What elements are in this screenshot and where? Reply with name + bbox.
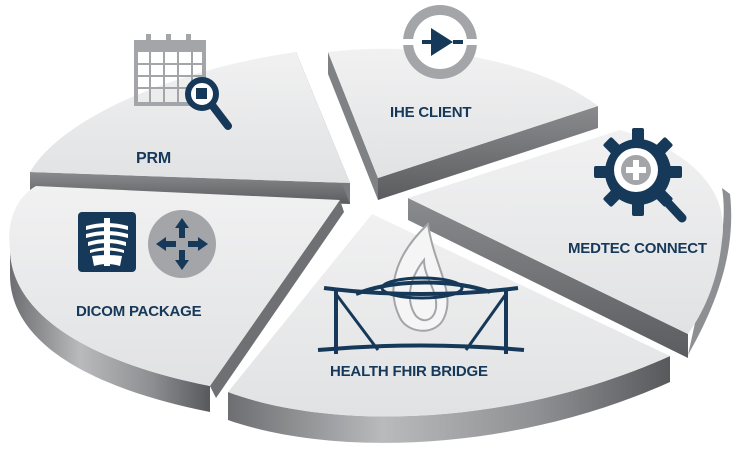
slice-ihe-client-cut-left xyxy=(328,52,378,200)
slice-dicom-package-cut xyxy=(210,200,344,398)
arrows-compress-icon xyxy=(148,210,216,278)
health-fhir-bridge-label: HEALTH FHIR BRIDGE xyxy=(330,363,488,380)
gear-search-plus-icon xyxy=(594,128,687,223)
slice-prm xyxy=(30,52,350,204)
ihe-client-label: IHE CLIENT xyxy=(390,104,471,121)
slice-ihe-client xyxy=(328,48,598,200)
calendar-search-icon xyxy=(134,34,232,130)
slice-ihe-client-cut xyxy=(378,106,598,200)
medtec-connect-label: MEDTEC CONNECT xyxy=(568,240,707,257)
xray-skeleton-icon xyxy=(78,212,136,272)
slice-health-fhir-bridge-side xyxy=(228,356,670,443)
dicom-package-label: DICOM PACKAGE xyxy=(76,303,202,320)
slice-prm-top xyxy=(30,52,350,183)
flame-bridge-icon xyxy=(317,221,525,354)
slice-health-fhir-bridge xyxy=(228,214,670,443)
slice-medtec-connect-cut xyxy=(408,198,688,358)
prm-label: PRM xyxy=(136,150,171,167)
plug-play-icon xyxy=(398,5,482,79)
slice-health-fhir-bridge-top xyxy=(228,214,670,417)
slice-ihe-client-top xyxy=(328,48,598,178)
slice-dicom-package-side xyxy=(10,248,210,412)
slice-prm-cut xyxy=(30,172,350,204)
